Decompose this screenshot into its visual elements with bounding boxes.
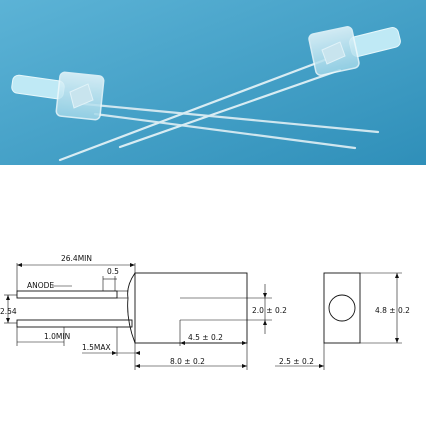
dim-front-width: 2.5 ± 0.2: [279, 357, 314, 366]
dim-body-diameter: 2.0 ± 0.2: [252, 306, 287, 315]
dim-flange-max: 1.5MAX: [82, 343, 111, 352]
dim-pitch: 2.54: [0, 307, 17, 316]
led-photo: [0, 0, 426, 165]
dim-lead-length: 26.4MIN: [61, 254, 92, 263]
right-led: [308, 26, 401, 76]
dim-front-height: 4.8 ± 0.2: [375, 306, 410, 315]
led-leads: [16, 290, 133, 328]
left-led: [11, 71, 105, 121]
dim-tip-length: 4.5 ± 0.2: [188, 333, 223, 342]
led-flange: [127, 272, 136, 344]
dim-body-length: 8.0 ± 0.2: [170, 357, 205, 366]
dimension-drawing: 26.4MIN 0.5 ANODE 2.54 1.0MIN 1.5MAX 2.0…: [0, 254, 410, 370]
anode-label: ANODE: [27, 281, 54, 290]
dim-lead-offset: 0.5: [107, 267, 119, 276]
right-led-leads: [58, 56, 342, 162]
dim-lead-width: 1.0MIN: [44, 332, 70, 341]
led-front-view: [323, 272, 361, 344]
led-front-lens: [328, 294, 356, 322]
left-led-leads: [82, 102, 380, 150]
